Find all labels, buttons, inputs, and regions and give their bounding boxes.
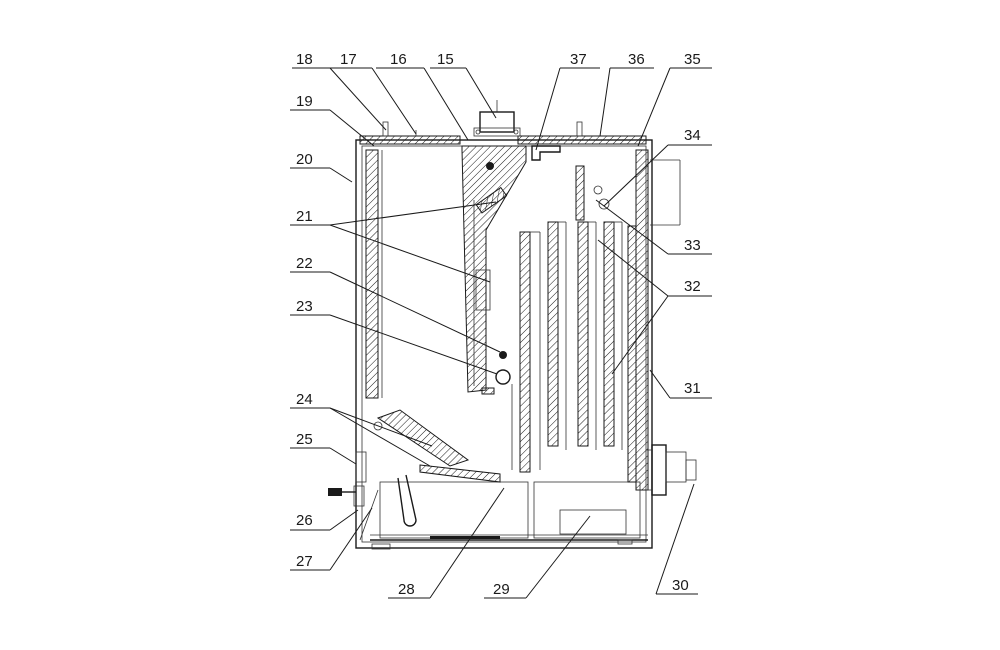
callout-21: 21 [296, 208, 313, 225]
callout-33: 33 [684, 237, 701, 254]
callout-35: 35 [684, 51, 701, 68]
boiler-body [355, 135, 653, 550]
callout-19: 19 [296, 93, 313, 110]
callout-25: 25 [296, 431, 313, 448]
flue-outlet [473, 100, 521, 137]
callout-16: 16 [390, 51, 407, 68]
callout-27: 27 [296, 553, 313, 570]
side-fitting [646, 444, 697, 496]
top-cover-right [517, 135, 647, 145]
callout-20: 20 [296, 151, 313, 168]
sensor-dot [499, 351, 507, 359]
slanted-baffle [461, 145, 527, 395]
heat-exchanger-tubes [511, 165, 637, 483]
callout-36: 36 [628, 51, 645, 68]
right-insulated-wall [635, 149, 649, 491]
leader-lines [290, 67, 712, 599]
lower-box [533, 481, 641, 539]
callout-labels: 18 17 16 15 37 36 35 19 34 20 21 33 22 3… [296, 51, 701, 598]
callout-28: 28 [398, 581, 415, 598]
grate-door [353, 409, 501, 541]
callout-18: 18 [296, 51, 313, 68]
callout-34: 34 [684, 127, 701, 144]
callout-37: 37 [570, 51, 587, 68]
callout-26: 26 [296, 512, 313, 529]
callout-22: 22 [296, 255, 313, 272]
top-cover-left [359, 135, 461, 145]
top-fitting-left [382, 121, 389, 137]
callout-24: 24 [296, 391, 313, 408]
left-insulated-wall [365, 149, 379, 399]
callout-29: 29 [493, 581, 510, 598]
pipe-circle [495, 369, 511, 385]
callout-17: 17 [340, 51, 357, 68]
inspection-cover [559, 509, 627, 535]
callout-30: 30 [672, 577, 689, 594]
thermostat-port [598, 198, 610, 210]
outer-casing [355, 139, 653, 549]
connection-pipe [531, 145, 561, 161]
callout-32: 32 [684, 278, 701, 295]
top-fitting-right [576, 121, 583, 137]
callout-31: 31 [684, 380, 701, 397]
door-knob [328, 488, 342, 496]
callout-23: 23 [296, 298, 313, 315]
callout-15: 15 [437, 51, 454, 68]
